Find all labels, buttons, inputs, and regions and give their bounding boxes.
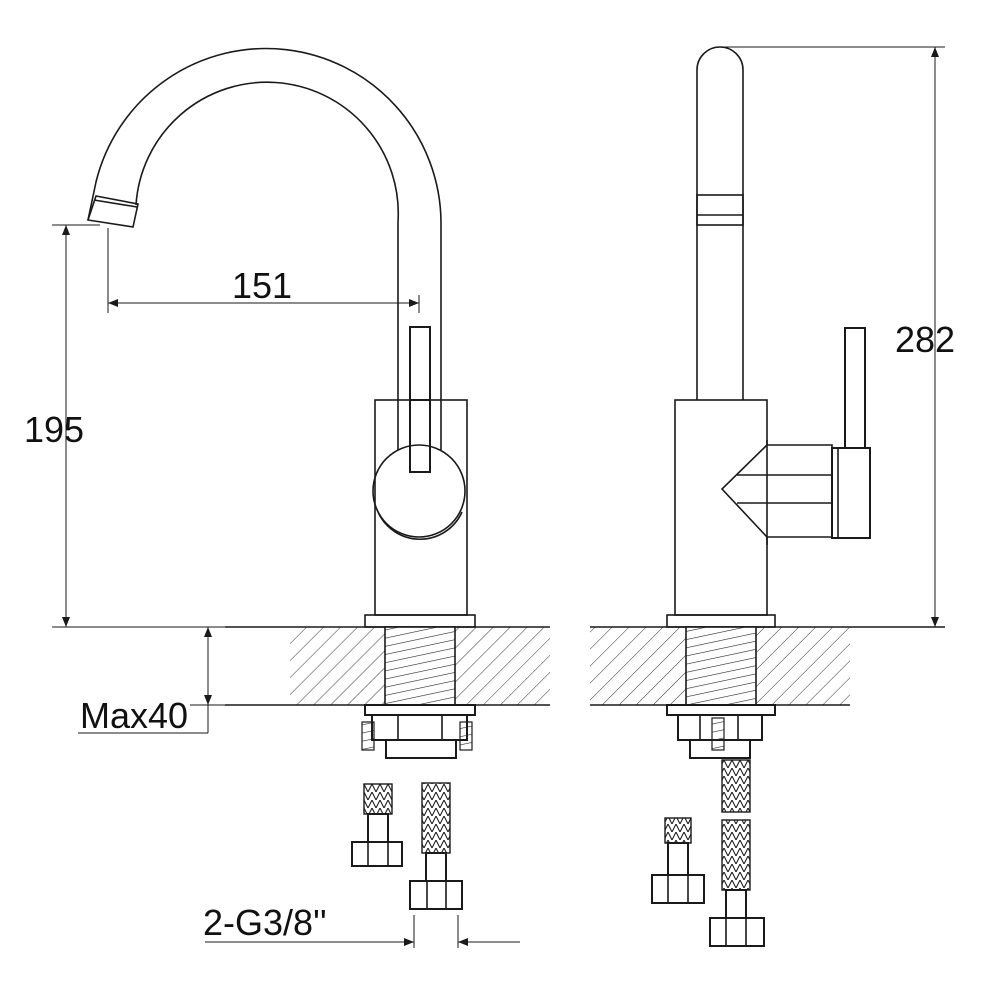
total-height-label: 282 — [895, 319, 955, 360]
reach-label: 151 — [232, 265, 292, 306]
side-lever-handle — [844, 327, 866, 449]
dimension-reach: 151 — [107, 228, 420, 313]
dimension-total-height: 282 — [722, 46, 955, 627]
front-mounting-nut — [361, 704, 476, 759]
side-body — [674, 399, 768, 616]
front-threaded-shank — [384, 626, 456, 706]
countertop-right — [590, 626, 945, 706]
side-view — [666, 46, 871, 628]
front-spout-tip — [86, 195, 139, 228]
front-hose-right — [409, 782, 463, 910]
dimension-deck-thickness: Max40 — [78, 627, 290, 736]
side-threaded-shank — [685, 626, 757, 706]
countertop-left — [225, 626, 550, 706]
spout-height-label: 195 — [24, 409, 84, 450]
front-view — [86, 47, 476, 628]
front-cartridge-disc — [372, 444, 466, 538]
side-mounting-nut — [666, 704, 776, 759]
dimension-spout-height: 195 — [24, 224, 225, 628]
front-spout — [87, 47, 442, 400]
dimension-inlet-connection: 2-G3/8'' — [203, 902, 520, 948]
deck-thickness-label: Max40 — [80, 695, 188, 736]
side-hose-front — [709, 759, 765, 947]
inlet-connection-label: 2-G3/8'' — [203, 902, 327, 943]
side-spout — [696, 46, 744, 400]
front-hose-left — [351, 783, 403, 867]
side-hose-back — [651, 817, 705, 904]
